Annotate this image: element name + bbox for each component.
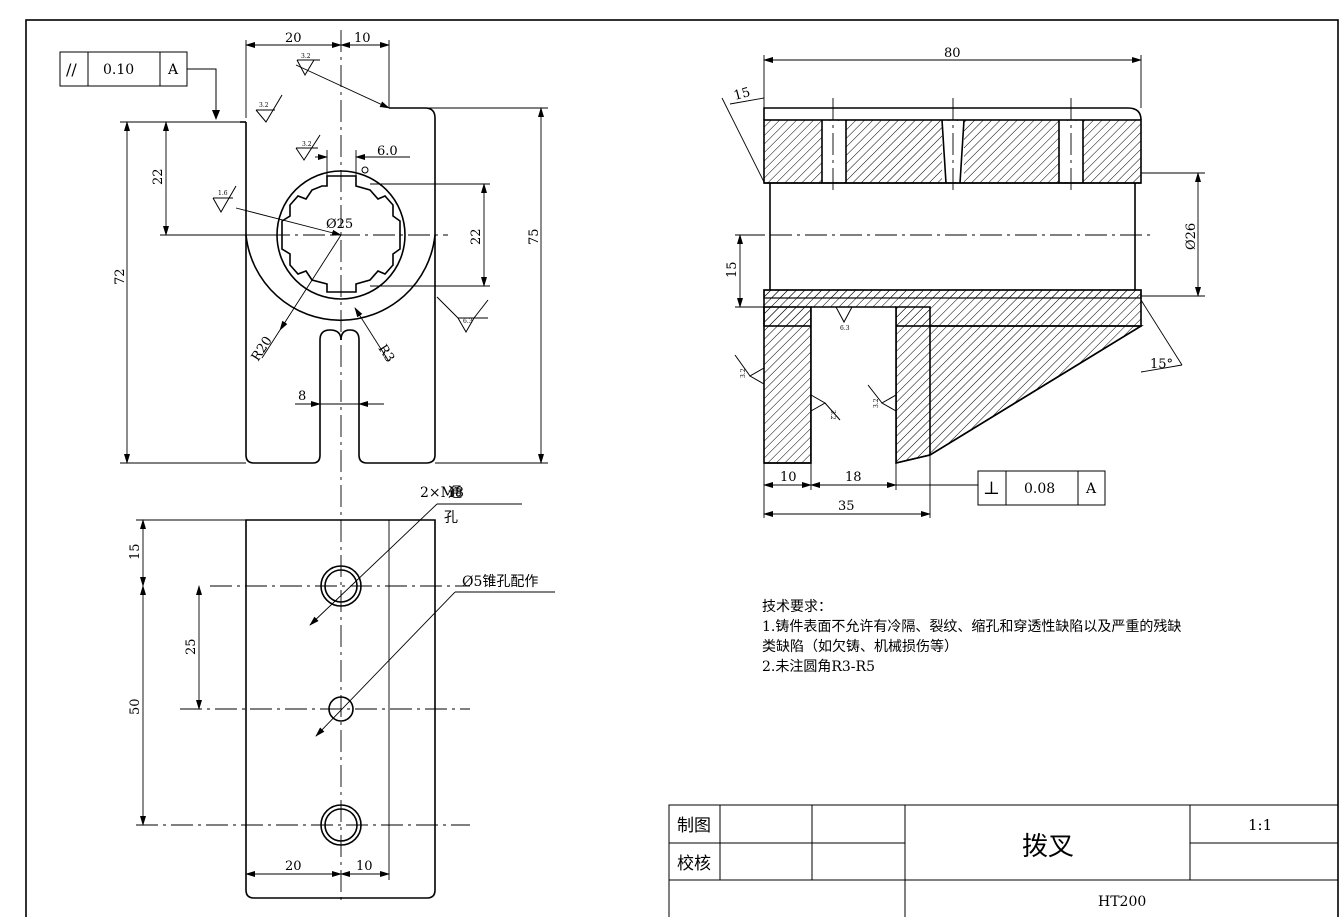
parallelism-symbol: //	[66, 60, 77, 79]
roughness-symbol-left-top: 3.2	[255, 94, 283, 123]
roughness-symbol-bore: 1.6	[212, 185, 237, 214]
tb-part-name: 拨叉	[1022, 832, 1074, 862]
tech-line-1: 1.铸件表面不允许有冷隔、裂纹、缩孔和穿透性缺陷以及严重的残缺	[762, 619, 1181, 635]
roughness-symbol-outer: 6.3	[436, 296, 489, 334]
holes-note-line2: 孔	[444, 510, 458, 526]
dim-side-10: 10	[780, 470, 797, 485]
dim-top-10: 10	[354, 31, 371, 46]
tb-row2-label: 校核	[677, 854, 711, 874]
tech-heading: 技术要求：	[762, 599, 832, 615]
tb-scale: 1:1	[1248, 816, 1272, 834]
svg-text:3.2: 3.2	[301, 53, 311, 60]
dim-bore: Ø25	[326, 217, 353, 232]
dim-80: 80	[944, 46, 961, 61]
dim-bottom-20: 20	[285, 859, 302, 874]
parallelism-frame: // 0.10 A	[59, 51, 220, 120]
dim-bottom-15: 15	[128, 543, 143, 560]
pin-hole-note: Ø5锥孔配作	[462, 574, 538, 590]
parallelism-datum: A	[167, 62, 179, 78]
dim-22-right: 22	[469, 228, 484, 245]
bottom-view: 2×M8 通 孔 Ø5锥孔配作 15 50 25 20 10	[128, 485, 555, 899]
perpendicularity-value: 0.08	[1024, 481, 1055, 497]
dim-15-degree: 15°	[1150, 357, 1173, 372]
sheet-border	[25, 19, 1339, 917]
dim-bottom-25: 25	[184, 638, 199, 655]
svg-text:6.3: 6.3	[463, 318, 473, 325]
roughness-symbol-leg-mid: 3.2	[810, 394, 841, 421]
dim-slot-8: 8	[298, 389, 306, 404]
dim-side-35: 35	[838, 499, 855, 514]
svg-text:3.2: 3.2	[302, 141, 312, 148]
dim-bottom-50: 50	[128, 698, 143, 715]
perpendicularity-frame: ⊥ 0.08 A	[977, 470, 1106, 506]
svg-text:3.2: 3.2	[873, 398, 880, 408]
dim-side-18: 18	[845, 470, 862, 485]
svg-text:1.6: 1.6	[218, 190, 228, 197]
roughness-symbol-ring-top: 3.2	[295, 134, 321, 161]
tb-material: HT200	[1098, 894, 1146, 910]
tech-line-3: 2.未注圆角R3-R5	[762, 659, 875, 675]
parallelism-value: 0.10	[103, 62, 134, 78]
roughness-symbol-top: 3.2	[296, 53, 320, 77]
dim-75: 75	[527, 228, 542, 245]
svg-text:3.2: 3.2	[740, 368, 747, 378]
holes-note: 2×M8	[420, 485, 464, 501]
svg-text:3.2: 3.2	[259, 102, 269, 109]
svg-text:6.3: 6.3	[840, 325, 850, 332]
section-view: 80 15 Ø26 15 15° 10 18 35 6.	[721, 46, 1205, 518]
perpendicularity-symbol: ⊥	[983, 478, 1000, 499]
front-view: 20 10 72 22 75 22 6.0 Ø25 R20	[59, 30, 548, 905]
tech-requirements: 技术要求： 1.铸件表面不允许有冷隔、裂纹、缩孔和穿透性缺陷以及严重的残缺 类缺…	[762, 599, 1181, 675]
dim-15-chamfer: 15	[732, 85, 752, 104]
dim-side-15: 15	[725, 261, 740, 278]
roughness-symbol-slot: 6.3	[835, 306, 853, 332]
dim-26: Ø26	[1184, 223, 1199, 250]
dim-r20: R20	[249, 334, 276, 364]
dim-r3: R3	[375, 342, 397, 365]
tb-row1-label: 制图	[677, 816, 711, 836]
title-block: 制图 校核 拨叉 1:1 HT200	[668, 804, 1339, 917]
tech-line-2: 类缺陷（如欠铸、机械损伤等）	[762, 638, 958, 655]
dim-72: 72	[113, 268, 128, 285]
svg-text:3.2: 3.2	[829, 410, 836, 420]
dim-22-left: 22	[151, 168, 166, 185]
holes-note-cont: 通	[448, 485, 462, 501]
perpendicularity-datum: A	[1085, 481, 1097, 497]
roughness-symbol-leg-right: 3.2	[867, 384, 897, 412]
dim-bottom-10: 10	[356, 859, 373, 874]
dim-top-20: 20	[285, 31, 302, 46]
roughness-symbol-leg-left: 3.2	[734, 354, 765, 385]
dim-keyway: 6.0	[377, 144, 398, 159]
